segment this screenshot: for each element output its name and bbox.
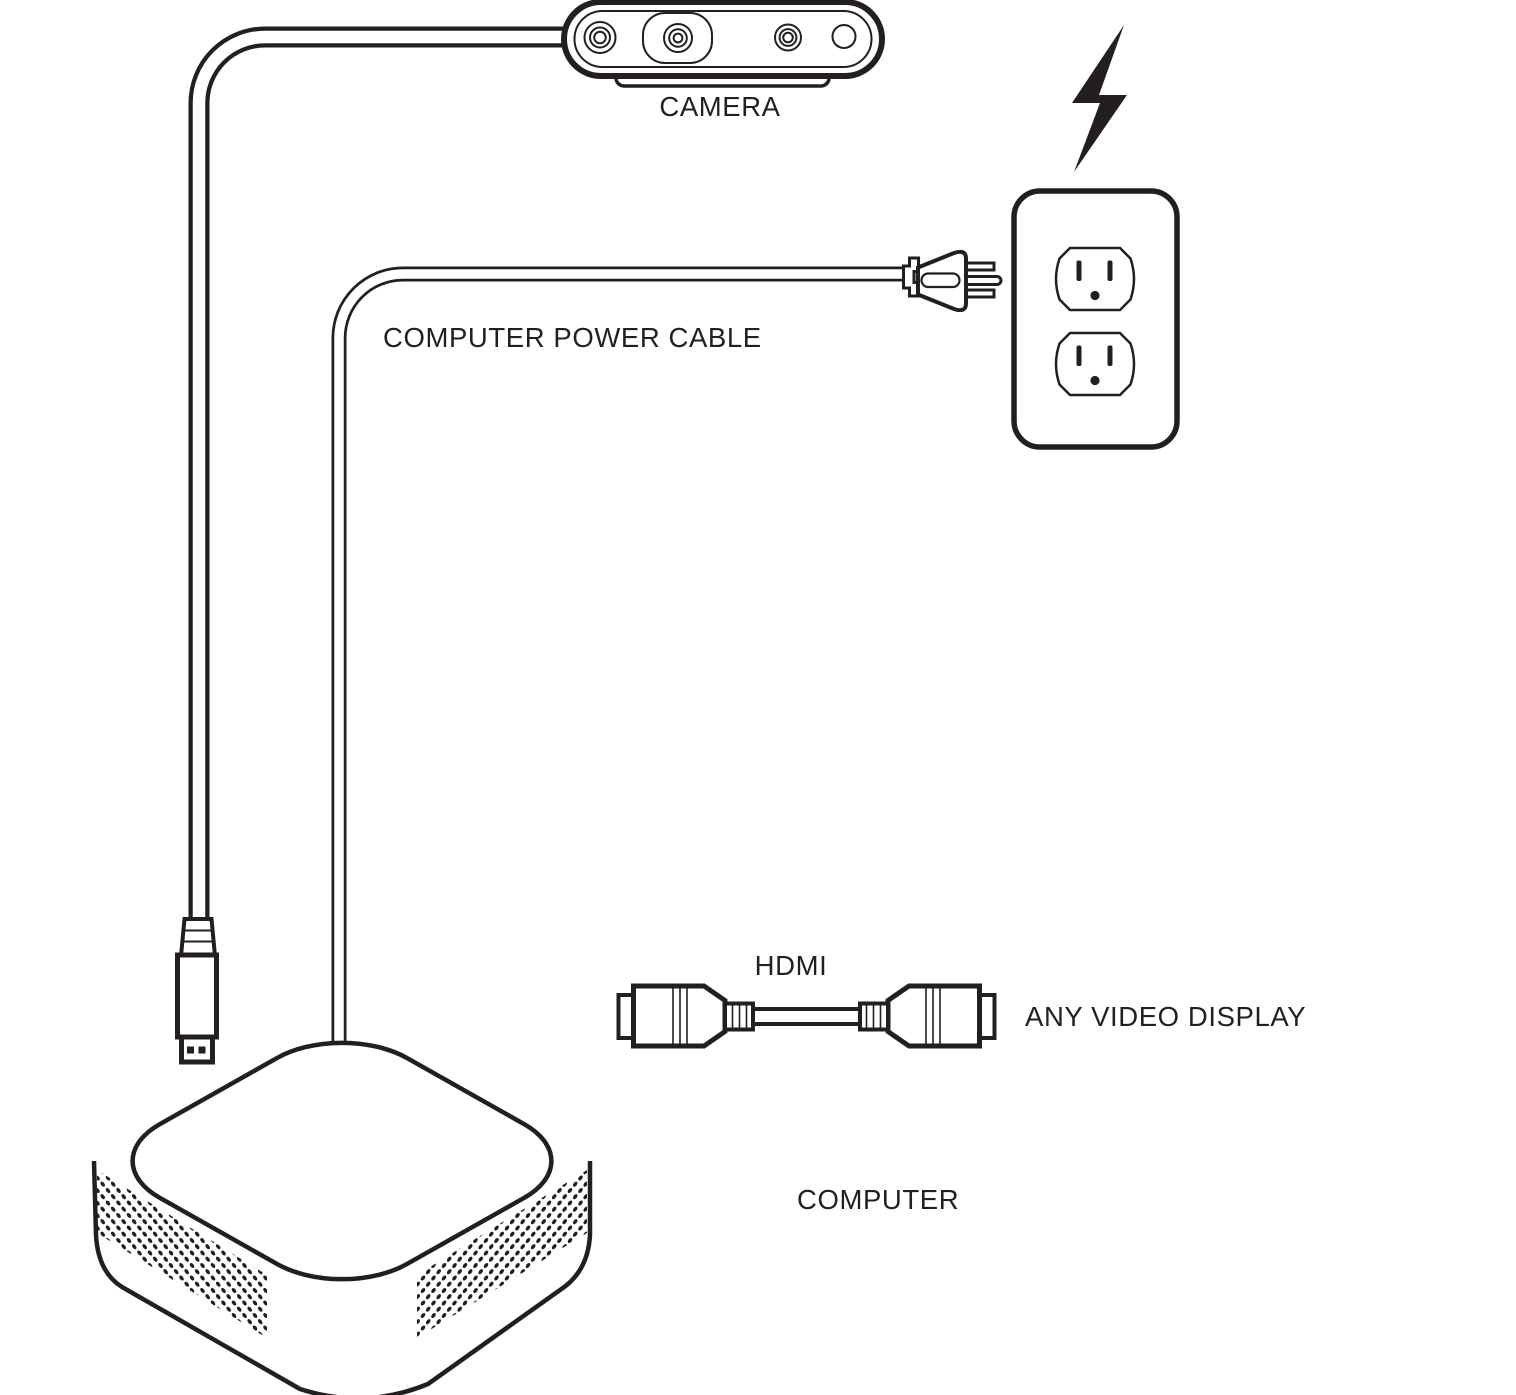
camera-lens-housing [642, 12, 713, 64]
power-cable-outline [331, 266, 905, 1055]
camera-lens-left [583, 21, 617, 54]
outlet-plate [1011, 188, 1180, 450]
speaker-grille-left [97, 1170, 267, 1338]
camera-lens-main [663, 23, 693, 53]
plug-body-detail [920, 272, 961, 289]
usb-relief-ridges [182, 929, 214, 943]
power-plug-icon [902, 249, 1003, 313]
outlet-slot [1107, 260, 1113, 281]
computer-top-face [95, 1021, 590, 1300]
usb-connector-icon [175, 917, 219, 1065]
outlet-slot [1076, 345, 1082, 366]
power-cable [331, 266, 905, 1055]
hdmi-right-relief-ridges [865, 1005, 882, 1028]
lightning-bolt-icon [1072, 25, 1127, 172]
usb-contact-left [187, 1046, 194, 1054]
camera-face-outline [573, 10, 873, 68]
plug-prong-bottom [962, 288, 996, 299]
hdmi-connector-left [616, 983, 755, 1049]
hdmi-right-body-lines [925, 987, 941, 1045]
hdmi-cable-icon [616, 983, 997, 1049]
plug-body [916, 249, 968, 313]
webcam-icon [561, 0, 885, 88]
usb-strain-relief [178, 917, 218, 958]
hdmi-connector-right [858, 983, 997, 1049]
usb-metal-tip [179, 1034, 215, 1065]
outlet-receptacle-top [1054, 246, 1136, 312]
outlet-ground-hole [1090, 375, 1100, 386]
camera-label: CAMERA [659, 91, 780, 122]
plug-prong-ground [962, 275, 1003, 286]
hdmi-label: HDMI [755, 950, 828, 981]
plug-prong-top [962, 261, 996, 272]
diagram-labels: CAMERA COMPUTER POWER CABLE HDMI ANY VID… [383, 91, 1306, 1215]
speaker-grille-right [417, 1170, 587, 1338]
plug-strain-relief [902, 256, 920, 298]
computer-side-outline [91, 1160, 593, 1395]
camera-cable-core [192, 30, 575, 930]
hdmi-left-body-lines [672, 987, 688, 1045]
camera-cable-outline [188, 26, 575, 930]
outlet-ground-hole [1090, 290, 1100, 301]
hdmi-left-relief-ridges [731, 1005, 748, 1028]
power-cable-label: COMPUTER POWER CABLE [383, 322, 762, 353]
camera-sensor-window [831, 24, 857, 49]
outlet-slot [1076, 260, 1082, 281]
usb-body [175, 952, 219, 1040]
camera-usb-cable [188, 26, 575, 930]
usb-contact-right [198, 1046, 206, 1054]
computer-box-icon [91, 1021, 593, 1395]
camera-body [561, 0, 885, 79]
outlet-receptacle-bottom [1054, 331, 1136, 397]
display-label: ANY VIDEO DISPLAY [1025, 1001, 1306, 1032]
camera-lens-right [774, 23, 802, 52]
power-cable-core [334, 269, 905, 1055]
computer-label: COMPUTER [797, 1184, 959, 1215]
power-outlet-icon [1011, 188, 1180, 450]
outlet-slot [1107, 345, 1113, 366]
